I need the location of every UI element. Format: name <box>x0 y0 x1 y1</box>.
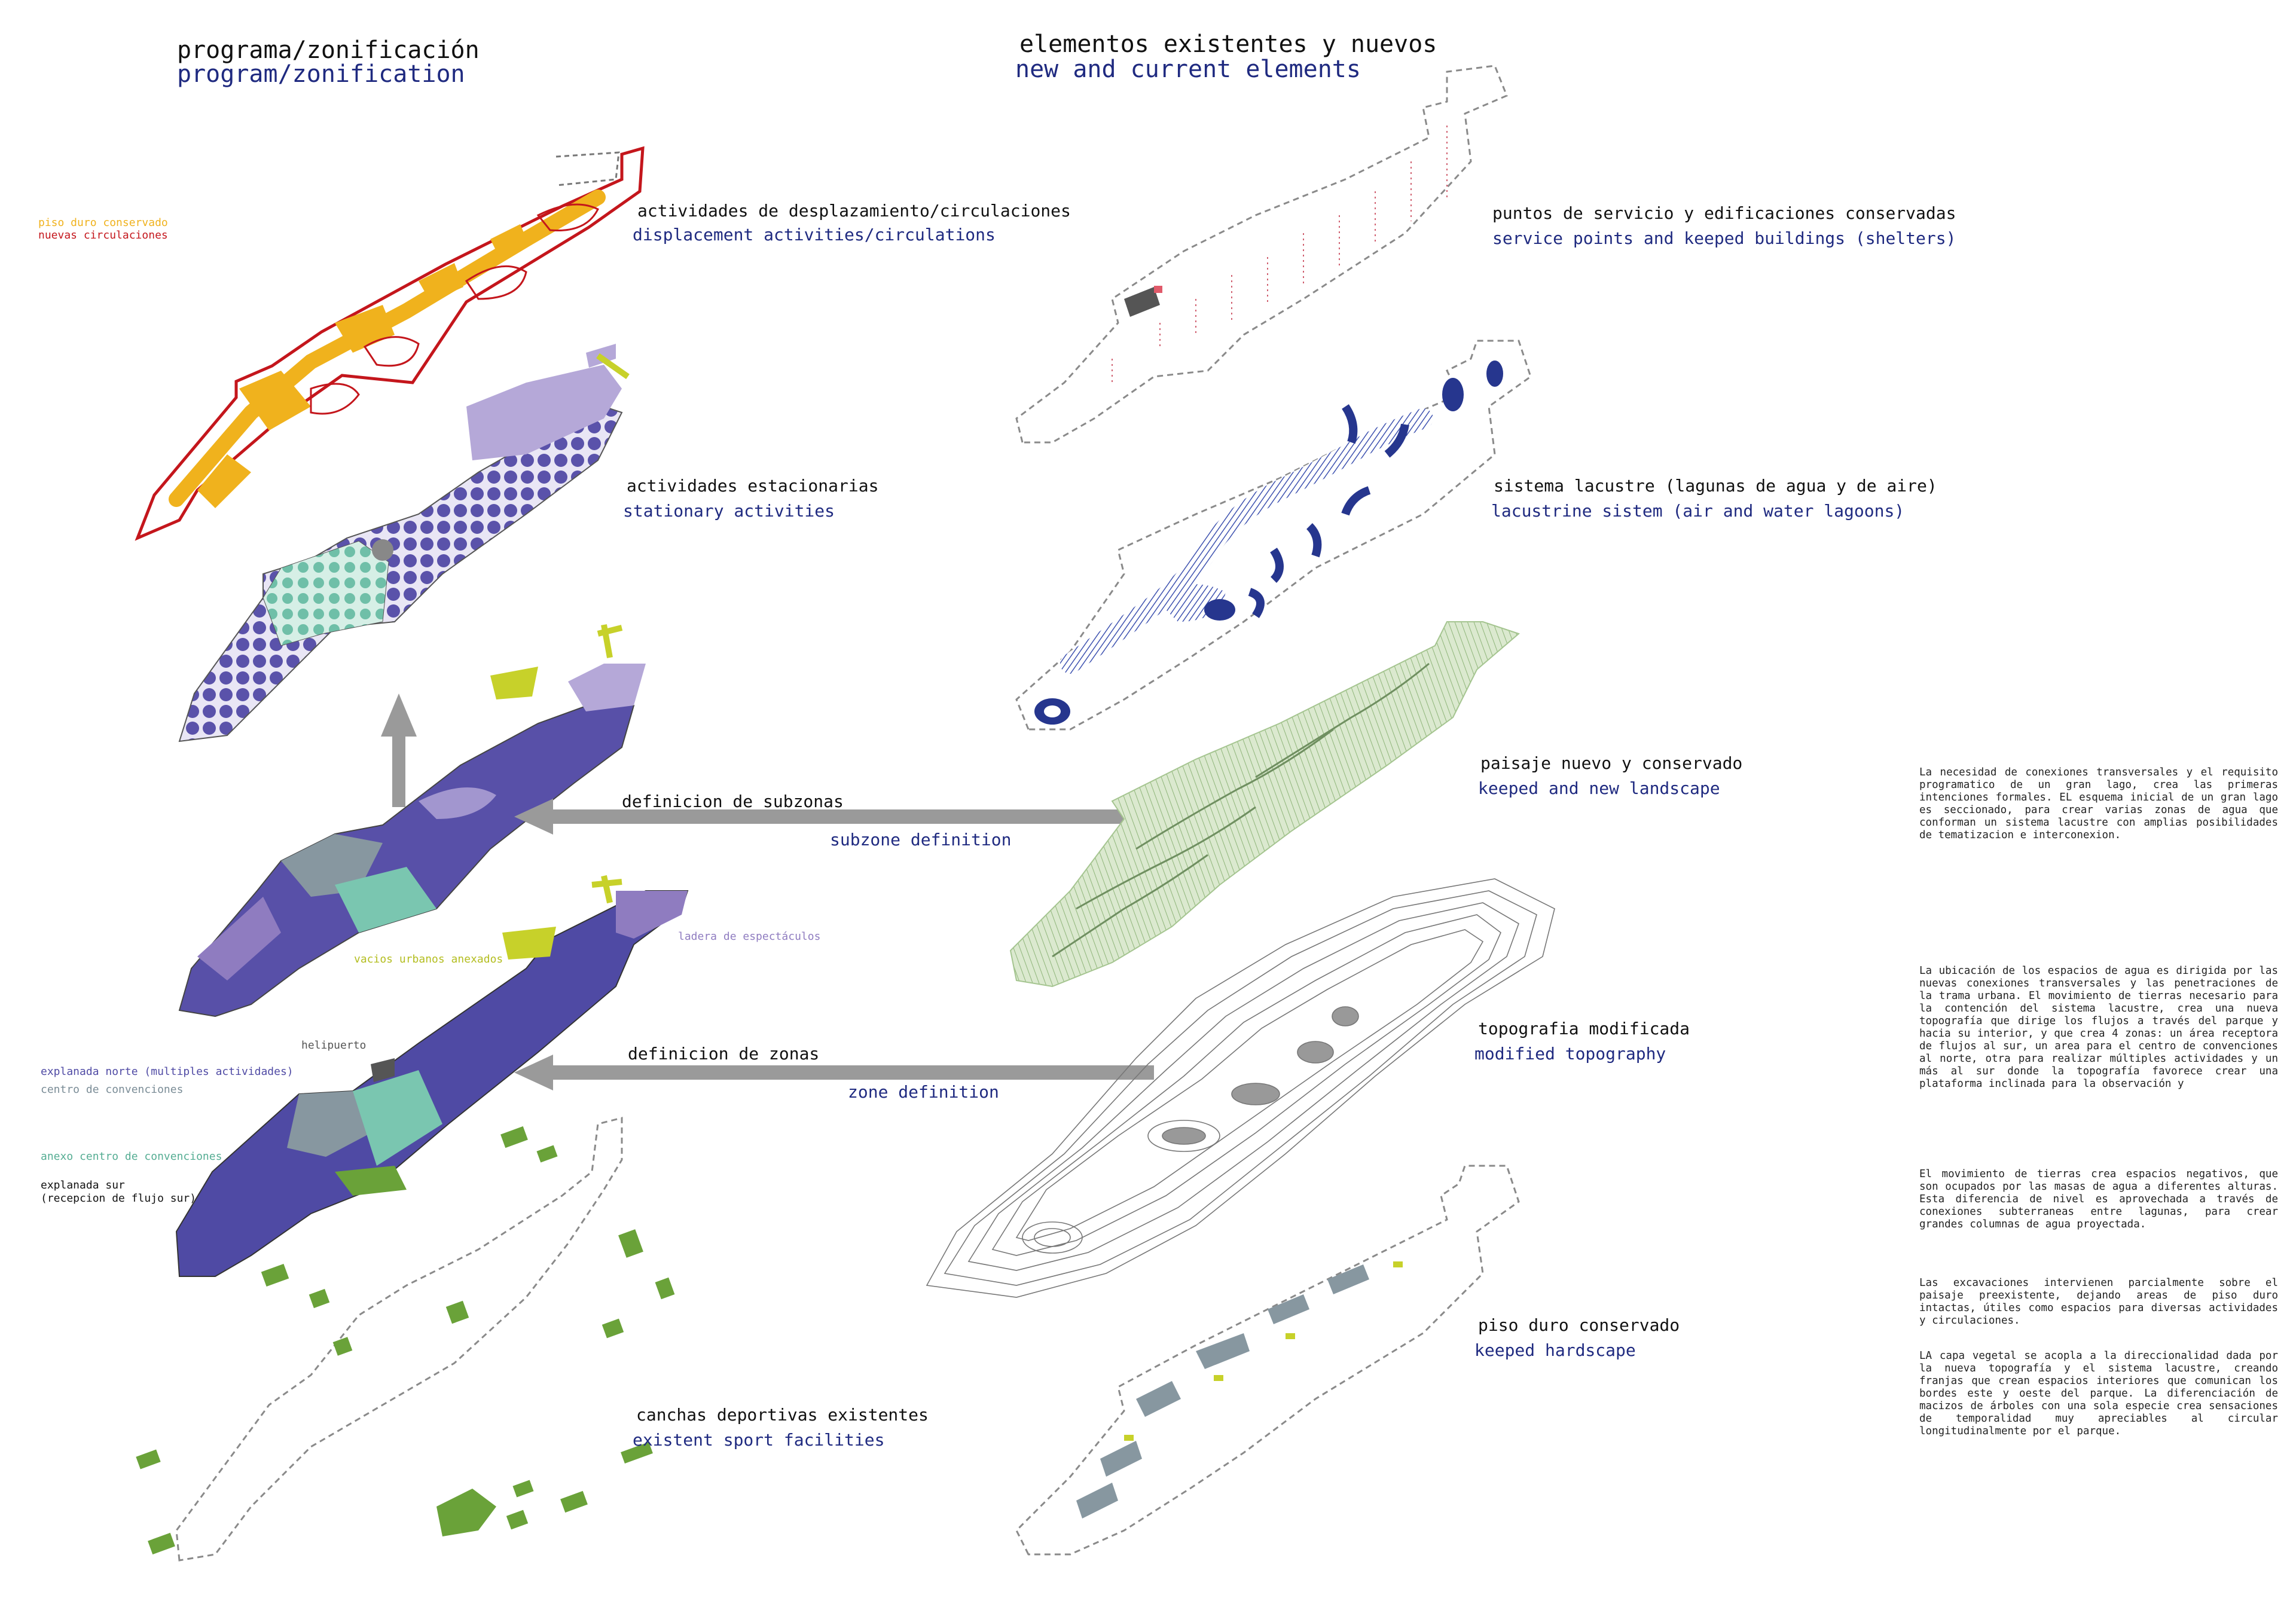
right-title-en: new and current elements <box>1015 56 1361 83</box>
paragraph-1: La necesidad de conexiones transversales… <box>1919 766 2278 841</box>
landscape-plan <box>1009 621 1520 988</box>
label-anexo: anexo centro de convenciones <box>41 1150 222 1163</box>
topography-label-es: topografia modificada <box>1478 1019 1690 1038</box>
label-helipuerto: helipuerto <box>301 1039 367 1052</box>
paragraph-4: Las excavaciones intervienen parcialment… <box>1919 1277 2278 1327</box>
legend-hard-floor: piso duro conservado <box>38 216 168 229</box>
label-ladera: ladera de espectáculos <box>678 930 821 943</box>
paragraph-5: LA capa vegetal se acopla a la direccion… <box>1919 1350 2278 1437</box>
circulation-label-en: displacement activities/circulations <box>633 225 996 245</box>
service-plan <box>1015 65 1508 444</box>
label-vacios: vacios urbanos anexados <box>354 953 503 966</box>
label-explanada-sur: explanada sur <box>41 1179 125 1191</box>
label-explanada-norte: explanada norte (multiples actividades) <box>41 1065 294 1078</box>
sport-label-es: canchas deportivas existentes <box>636 1405 929 1425</box>
service-label-en: service points and keeped buildings (she… <box>1492 228 1956 248</box>
topography-label-en: modified topography <box>1474 1044 1666 1064</box>
label-centro: centro de convenciones <box>41 1083 184 1096</box>
label-explanada-sur-sub: (recepcion de flujo sur) <box>41 1192 197 1205</box>
hardscape-label-en: keeped hardscape <box>1474 1340 1636 1360</box>
circulation-plan <box>135 146 645 541</box>
hardscape-plan <box>1015 1165 1520 1556</box>
lacustrine-label-es: sistema lacustre (lagunas de agua y de a… <box>1494 476 1937 496</box>
zone-plan <box>175 875 689 1277</box>
right-title-es: elementos existentes y nuevos <box>1019 30 1437 58</box>
stationary-plan <box>178 344 630 743</box>
subzones-arrow-label-es: definicion de subzonas <box>622 792 844 811</box>
subzones-arrow-label-en: subzone definition <box>830 830 1012 850</box>
arrow-zones <box>514 1055 1154 1090</box>
arrow-subzones <box>514 799 1154 835</box>
hardscape-label-es: piso duro conservado <box>1478 1315 1680 1335</box>
zones-arrow-label-es: definicion de zonas <box>628 1044 820 1064</box>
paragraph-2: La ubicación de los espacios de agua es … <box>1919 965 2278 1090</box>
landscape-label-es: paisaje nuevo y conservado <box>1480 753 1743 773</box>
topography-plan <box>926 878 1555 1298</box>
up-arrow <box>381 693 417 807</box>
zones-arrow-label-en: zone definition <box>848 1082 999 1102</box>
lacustrine-label-en: lacustrine sistem (air and water lagoons… <box>1491 501 1905 521</box>
sport-plan <box>136 1117 675 1562</box>
sport-label-en: existent sport facilities <box>633 1430 885 1450</box>
stationary-label-es: actividades estacionarias <box>627 476 879 496</box>
circulation-label-es: actividades de desplazamiento/circulacio… <box>637 201 1071 221</box>
landscape-label-en: keeped and new landscape <box>1478 778 1720 798</box>
lacustrine-plan <box>1015 340 1532 731</box>
paragraph-3: El movimiento de tierras crea espacios n… <box>1919 1168 2278 1230</box>
service-label-es: puntos de servicio y edificaciones conse… <box>1492 203 1956 223</box>
legend-new-circulation: nuevas circulaciones <box>38 229 168 242</box>
left-title-es: programa/zonificación <box>177 36 480 64</box>
stationary-label-en: stationary activities <box>623 501 835 521</box>
left-title-en: program/zonification <box>177 60 465 88</box>
subzone-plan <box>178 624 646 1018</box>
